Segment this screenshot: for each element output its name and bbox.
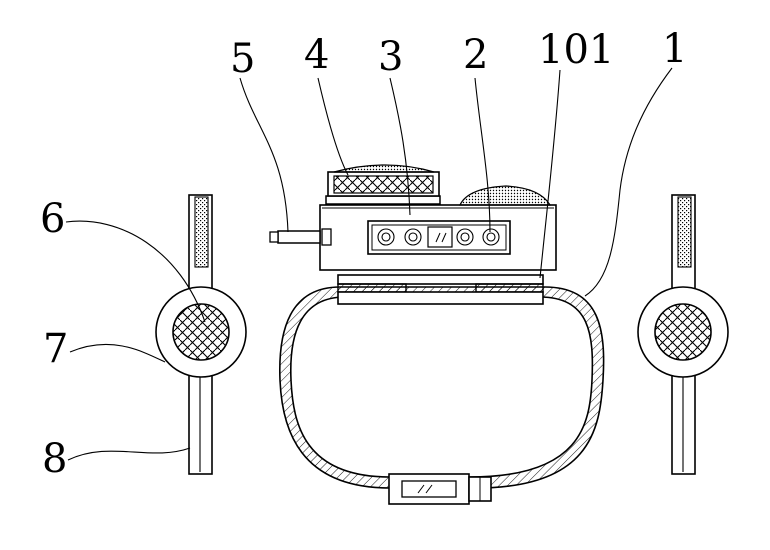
label-3: 3 xyxy=(378,34,403,80)
mount-plate xyxy=(337,274,544,305)
top-sensor xyxy=(325,164,441,205)
control-panel xyxy=(367,220,511,255)
left-clip xyxy=(155,194,247,475)
label-1: 1 xyxy=(662,26,687,72)
label-101: 101 xyxy=(538,27,614,73)
label-7: 7 xyxy=(43,326,68,372)
right-clip xyxy=(637,194,729,475)
reference-labels: 5 4 3 2 101 1 6 7 8 xyxy=(40,26,687,482)
leader-lines xyxy=(65,67,673,461)
label-4: 4 xyxy=(304,32,329,78)
strap-buckle xyxy=(388,473,492,505)
strap-loop xyxy=(278,286,605,489)
dome-speaker xyxy=(458,185,552,206)
label-5: 5 xyxy=(230,36,255,82)
label-8: 8 xyxy=(42,436,67,482)
label-2: 2 xyxy=(463,32,488,78)
label-6: 6 xyxy=(40,196,65,242)
side-plug xyxy=(269,228,332,246)
